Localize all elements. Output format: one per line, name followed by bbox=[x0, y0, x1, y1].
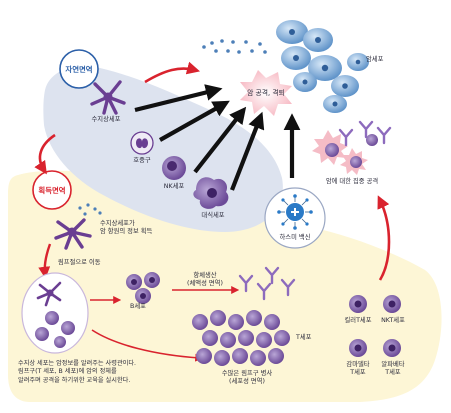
lymph-node bbox=[21, 272, 89, 354]
b-cells bbox=[126, 272, 160, 304]
label-macrophage: 대식세포 bbox=[201, 212, 225, 219]
label-nkt-cell: NKT세포 bbox=[381, 317, 405, 324]
macrophage-cell bbox=[193, 177, 229, 209]
red-arrow-to-concentrated bbox=[377, 195, 391, 281]
red-arrow-to-lymph bbox=[38, 243, 52, 279]
neutrophil-cell bbox=[130, 131, 154, 155]
acquired-immunity-badge bbox=[32, 170, 72, 210]
innate-immunity-badge bbox=[59, 49, 99, 89]
specialized-t-cells bbox=[349, 295, 401, 357]
acquired-immunity-label: 획득면역 bbox=[38, 185, 66, 195]
innate-immunity-label: 자연면역 bbox=[65, 64, 93, 74]
red-arrow-to-cancer bbox=[144, 61, 201, 84]
attack-burst bbox=[240, 70, 292, 116]
hasumi-vaccine bbox=[264, 187, 326, 249]
explanation-text: 수지상 세포는 암정보를 알려주는 사령관이다. 림프구(T 세포, B 세포)… bbox=[18, 360, 136, 384]
label-killer-t: 킬러T세포 bbox=[344, 317, 372, 324]
label-dendritic-acquire: 수지상세포가 암 항원의 정보 획득 bbox=[100, 220, 153, 235]
black-arrows bbox=[134, 84, 301, 191]
antibodies bbox=[238, 266, 296, 301]
red-arrow-to-tcell bbox=[91, 329, 204, 362]
label-cancer-cell: 암세포 bbox=[366, 56, 384, 63]
label-t-cell: T세포 bbox=[296, 334, 312, 341]
t-cells bbox=[192, 310, 290, 366]
label-cancer-attack: 암 공격, 격퇴 bbox=[247, 89, 285, 97]
label-antibody-production: 항체생산 (체액성 면역) bbox=[187, 272, 223, 287]
nk-cell bbox=[162, 156, 186, 180]
label-alpha-beta: 알파베타 T세포 bbox=[381, 361, 405, 376]
red-arrow-innate-to-acquired bbox=[34, 133, 56, 175]
label-b-cell: B세포 bbox=[130, 303, 146, 310]
label-lymph-move: 림프절으로 이동 bbox=[58, 259, 101, 266]
antigen-dots-top bbox=[202, 39, 267, 54]
concentrated-attack-group bbox=[312, 120, 392, 175]
antigen-dots-lower bbox=[78, 203, 102, 216]
dendritic-cell-innate bbox=[90, 80, 126, 115]
label-neutrophil: 호중구 bbox=[133, 157, 151, 164]
label-hasumi-vaccine: 하스미 백신 bbox=[279, 234, 311, 241]
acquired-immunity-region bbox=[8, 170, 442, 402]
label-dendritic-cell: 수지상세포 bbox=[91, 116, 121, 123]
label-gamma-delta: 감마델타 T세포 bbox=[346, 361, 370, 376]
label-nk-cell: NK세포 bbox=[163, 183, 185, 190]
cancer-cells bbox=[276, 20, 369, 113]
dendritic-cell-acquired bbox=[54, 218, 92, 250]
label-lymph-proliferation: 수많은 림프구 병사 (세포성 면역) bbox=[221, 370, 273, 385]
label-concentrated-attack: 암에 대한 집중 공격 bbox=[325, 178, 379, 185]
